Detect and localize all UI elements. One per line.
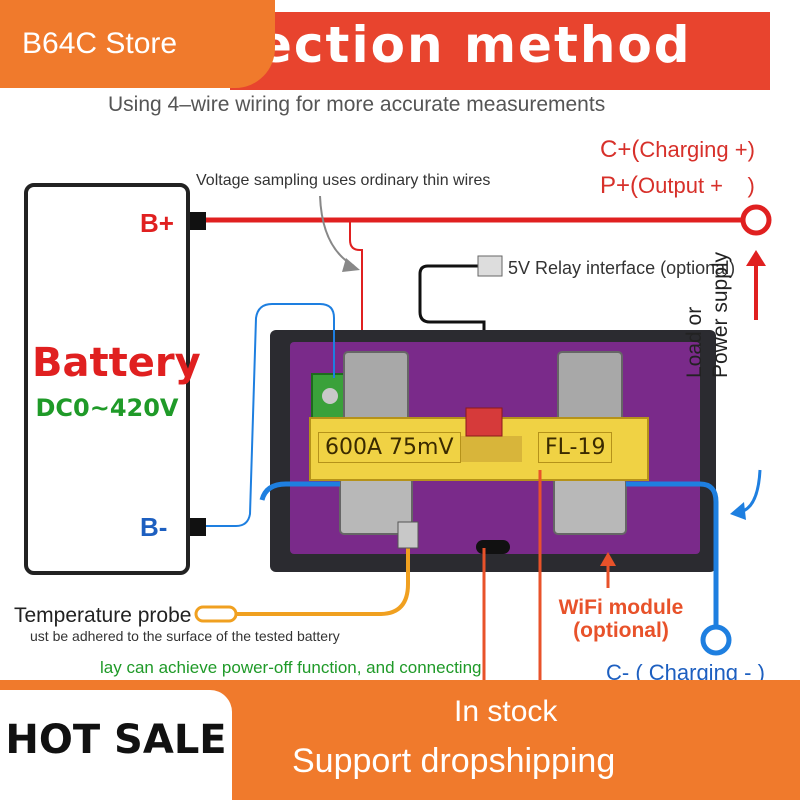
load-label: Load or Power supply	[682, 198, 734, 378]
sampling-pointer	[319, 195, 355, 267]
left-bolt-top	[343, 351, 409, 423]
battery-title: Battery	[32, 340, 201, 386]
voltage-sampling-note: Voltage sampling uses ordinary thin wire…	[196, 172, 491, 189]
relay-green-note: lay can achieve power-off function, and …	[100, 658, 482, 677]
b-minus-post	[188, 518, 206, 536]
p-plus-label: P+(Output + )	[600, 172, 755, 200]
temp-probe-label: Temperature probe	[14, 604, 192, 627]
battery-box	[24, 183, 190, 575]
relay-connector	[477, 255, 503, 277]
c-plus-label: C+(Charging +)	[600, 136, 755, 164]
c-plus-symbol: C+(	[600, 136, 640, 163]
wifi-label-line1: WiFi module	[558, 596, 684, 619]
positive-terminal-ring	[740, 204, 772, 236]
load-label-line1: Load or	[683, 306, 706, 378]
wifi-label-line2: (optional)	[573, 619, 669, 642]
usb-port	[476, 540, 510, 554]
subtitle: Using 4–wire wiring for more accurate me…	[108, 93, 606, 116]
load-label-line2: Power supply	[709, 251, 732, 378]
negative-terminal-ring	[700, 624, 732, 656]
temp-probe-note: ust be adhered to the surface of the tes…	[30, 628, 340, 644]
load-wire-left	[259, 481, 340, 501]
wifi-pointer-head	[600, 552, 616, 566]
b-minus-label: B-	[140, 512, 168, 542]
shunt-left-label: 600A 75mV	[318, 432, 461, 463]
wifi-label: WiFi module (optional)	[546, 596, 696, 642]
hot-sale-badge: HOT SALE	[0, 690, 232, 800]
dropshipping-text: Support dropshipping	[292, 742, 616, 780]
right-bolt-top	[557, 351, 623, 423]
title-band	[230, 12, 770, 90]
in-stock-text: In stock	[454, 695, 558, 728]
temp-probe-connector	[397, 521, 419, 549]
sampling-pointer-head	[342, 258, 360, 272]
title-text: ection method	[258, 16, 692, 74]
b-plus-label: B+	[140, 208, 174, 238]
b-plus-post	[188, 212, 206, 230]
c-plus-desc: Charging +)	[639, 137, 755, 162]
relay-note: 5V Relay interface (optional)	[508, 258, 736, 278]
temp-probe-tip	[194, 605, 238, 623]
supply-arrowhead	[746, 250, 766, 266]
terminal-screw	[322, 388, 338, 404]
relay-wire	[418, 264, 486, 388]
sampling-wire-blue	[190, 303, 335, 527]
p-plus-symbol: P+(	[600, 172, 639, 199]
relay-header	[465, 407, 503, 437]
right-bolt-bottom	[553, 477, 627, 535]
battery-range: DC0~420V	[35, 394, 179, 422]
store-badge: B64C Store	[0, 0, 275, 88]
temp-probe-wire	[232, 530, 410, 616]
sampling-wire-red	[349, 222, 363, 378]
p-plus-desc: Output + )	[638, 173, 755, 198]
load-arrowhead	[730, 502, 746, 520]
shunt-right-label: FL-19	[538, 432, 613, 463]
load-wire-right	[626, 481, 719, 636]
